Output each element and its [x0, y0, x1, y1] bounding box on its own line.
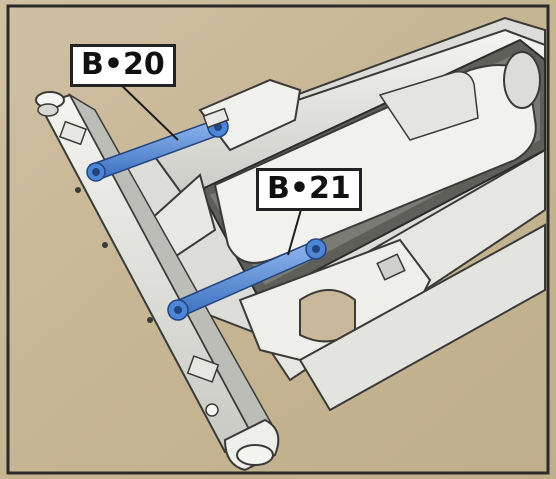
callout-b20: B•20: [70, 44, 176, 87]
rod-b20: [86, 107, 230, 182]
callout-b21: B•21: [256, 168, 362, 211]
front-axle: [35, 91, 280, 472]
pointer-line-b21: [287, 205, 303, 256]
frame-border: [6, 4, 550, 475]
rod-b21: [167, 238, 327, 321]
pointer-line-b20: [117, 81, 179, 141]
